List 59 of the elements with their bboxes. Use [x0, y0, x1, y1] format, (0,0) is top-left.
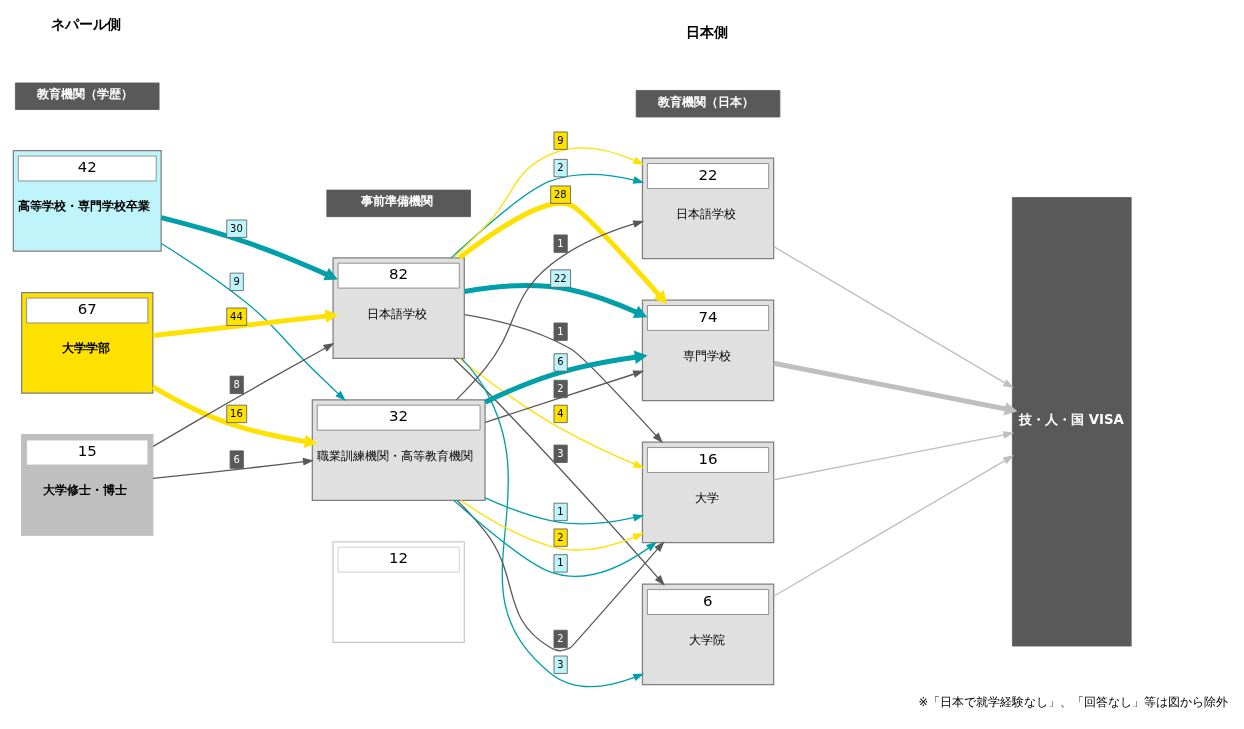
- edge-label: 6: [556, 356, 564, 368]
- node-box: 事前準備機関: [325, 189, 471, 218]
- arrow: [459, 499, 644, 551]
- label: ※「日本で就学経験なし」、「回答なし」等は図から除外: [918, 694, 1228, 709]
- edge-label: 28: [553, 188, 567, 200]
- arrow: [151, 384, 317, 449]
- arrow: [152, 343, 334, 447]
- edge-label: 44: [229, 310, 243, 322]
- node-box: 16 大学: [641, 441, 774, 544]
- arrow: [772, 245, 1014, 389]
- arrow: [452, 357, 665, 586]
- edge-label: 9: [556, 134, 564, 146]
- arrow: [772, 360, 1017, 416]
- node-box: 技・人・国 VISA: [1011, 197, 1132, 647]
- edge-label: 3: [556, 658, 564, 670]
- edge-label: 6: [232, 453, 240, 465]
- edge-label: 2: [556, 162, 564, 174]
- edge-label: 1: [556, 325, 564, 337]
- edge-label: 3: [556, 447, 564, 459]
- arrow: [463, 283, 647, 318]
- arrow: [483, 497, 644, 525]
- node-box: 74 専門学校: [641, 299, 774, 402]
- arrow: [452, 499, 657, 577]
- arrow: [452, 147, 644, 259]
- arrow: [160, 242, 346, 402]
- edge-label: 22: [553, 272, 567, 284]
- edge-label: 2: [556, 632, 564, 644]
- arrow: [772, 431, 1014, 481]
- node-box: 22 日本語学校: [641, 157, 774, 260]
- node-box: 82 日本語学校: [331, 257, 465, 359]
- node-box: 12: [331, 541, 465, 643]
- edge-label: 4: [556, 407, 564, 419]
- arrow: [151, 457, 314, 480]
- edge-label: 9: [232, 275, 240, 287]
- edge-label: 30: [229, 222, 243, 234]
- edge-label: 1: [556, 237, 564, 249]
- edge-label: 2: [556, 382, 564, 394]
- arrow: [460, 357, 644, 688]
- label: 日本側: [685, 23, 728, 40]
- arrow: [456, 499, 665, 652]
- label: ネパール側: [50, 16, 121, 33]
- edge-label: 8: [232, 378, 240, 390]
- node-box: 6 大学院: [641, 583, 774, 686]
- node-box: 42 高等学校・専門学校卒業: [12, 150, 162, 252]
- arrow: [463, 313, 663, 444]
- node-box: 15 大学修士・博士: [20, 434, 153, 536]
- edge-label: 16: [229, 407, 243, 419]
- node-box: 67 大学学部: [20, 292, 153, 394]
- arrow: [458, 357, 644, 469]
- node-box: 教育機関（学歴）: [14, 82, 159, 110]
- node-box: 教育機関（日本）: [635, 90, 780, 118]
- arrow: [772, 455, 1014, 597]
- node-box: 32 職業訓練機関・高等教育機関: [311, 399, 486, 501]
- edge-label: 1: [556, 557, 564, 569]
- arrow: [450, 173, 644, 259]
- edge-label: 1: [556, 505, 564, 517]
- arrow: [160, 215, 338, 281]
- arrow: [457, 201, 667, 305]
- edge-label: 2: [556, 531, 564, 543]
